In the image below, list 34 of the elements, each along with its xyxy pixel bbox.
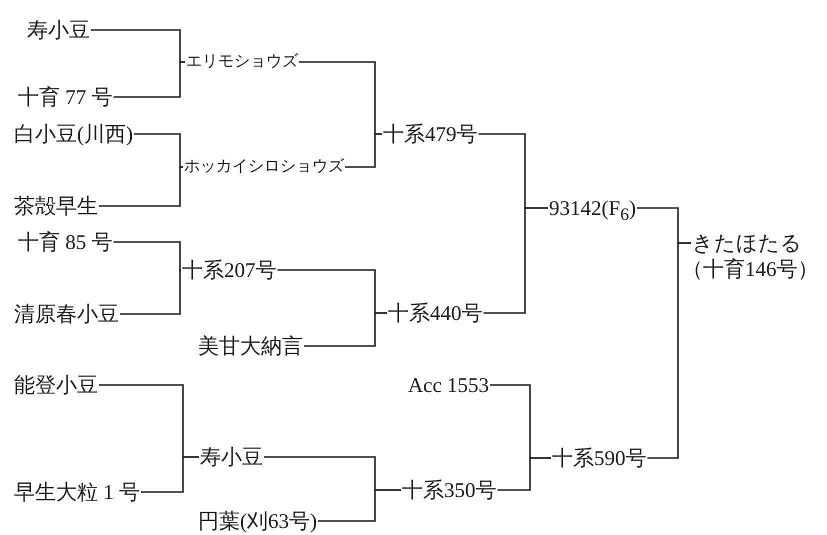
variety-name: 円葉(刈63号) <box>198 508 317 534</box>
variety-name: 十系590号 <box>552 445 646 471</box>
pedigree-line <box>114 241 182 271</box>
variety-name: 清原春小豆 <box>14 301 119 327</box>
variety-name: 十系479号 <box>383 121 478 147</box>
variety-name: 寿小豆 <box>27 17 90 43</box>
variety-name: きたほたる <box>692 230 803 256</box>
pedigree-line <box>99 166 183 207</box>
pedigree-line <box>120 269 182 315</box>
variety-name: 白小豆(川西) <box>14 121 133 147</box>
variety-name: 早生大粒 1 号 <box>14 479 140 505</box>
variety-name: 十系350号 <box>402 477 496 503</box>
pedigree-line <box>304 312 387 347</box>
variety-name: エリモショウズ <box>186 52 298 72</box>
pedigree-line <box>648 242 691 459</box>
pedigree-line <box>484 207 548 314</box>
variety-name: 美甘大納言 <box>198 333 303 359</box>
pedigree-line <box>114 61 185 98</box>
variety-name: 十育 77 号 <box>18 84 112 110</box>
pedigree-line <box>345 133 382 168</box>
pedigree-line <box>134 133 183 168</box>
variety-name: ホッカイシロショウズ <box>184 157 344 177</box>
line-number: （十育146号） <box>682 256 818 282</box>
variety-name: 能登小豆 <box>14 372 98 398</box>
variety-name: 十系207号 <box>182 257 276 283</box>
pedigree-line <box>141 456 199 493</box>
variety-name: 茶殻早生 <box>14 193 98 219</box>
pedigree-line <box>318 489 401 522</box>
variety-name: 93142(F$_{6}$) <box>549 195 636 226</box>
variety-name: 十系440号 <box>388 300 482 326</box>
variety-name: 十育 85 号 <box>18 229 112 255</box>
variety-name: Acc 1553 <box>408 372 490 398</box>
variety-name: 寿小豆 <box>200 444 263 470</box>
pedigree-line <box>498 457 551 491</box>
